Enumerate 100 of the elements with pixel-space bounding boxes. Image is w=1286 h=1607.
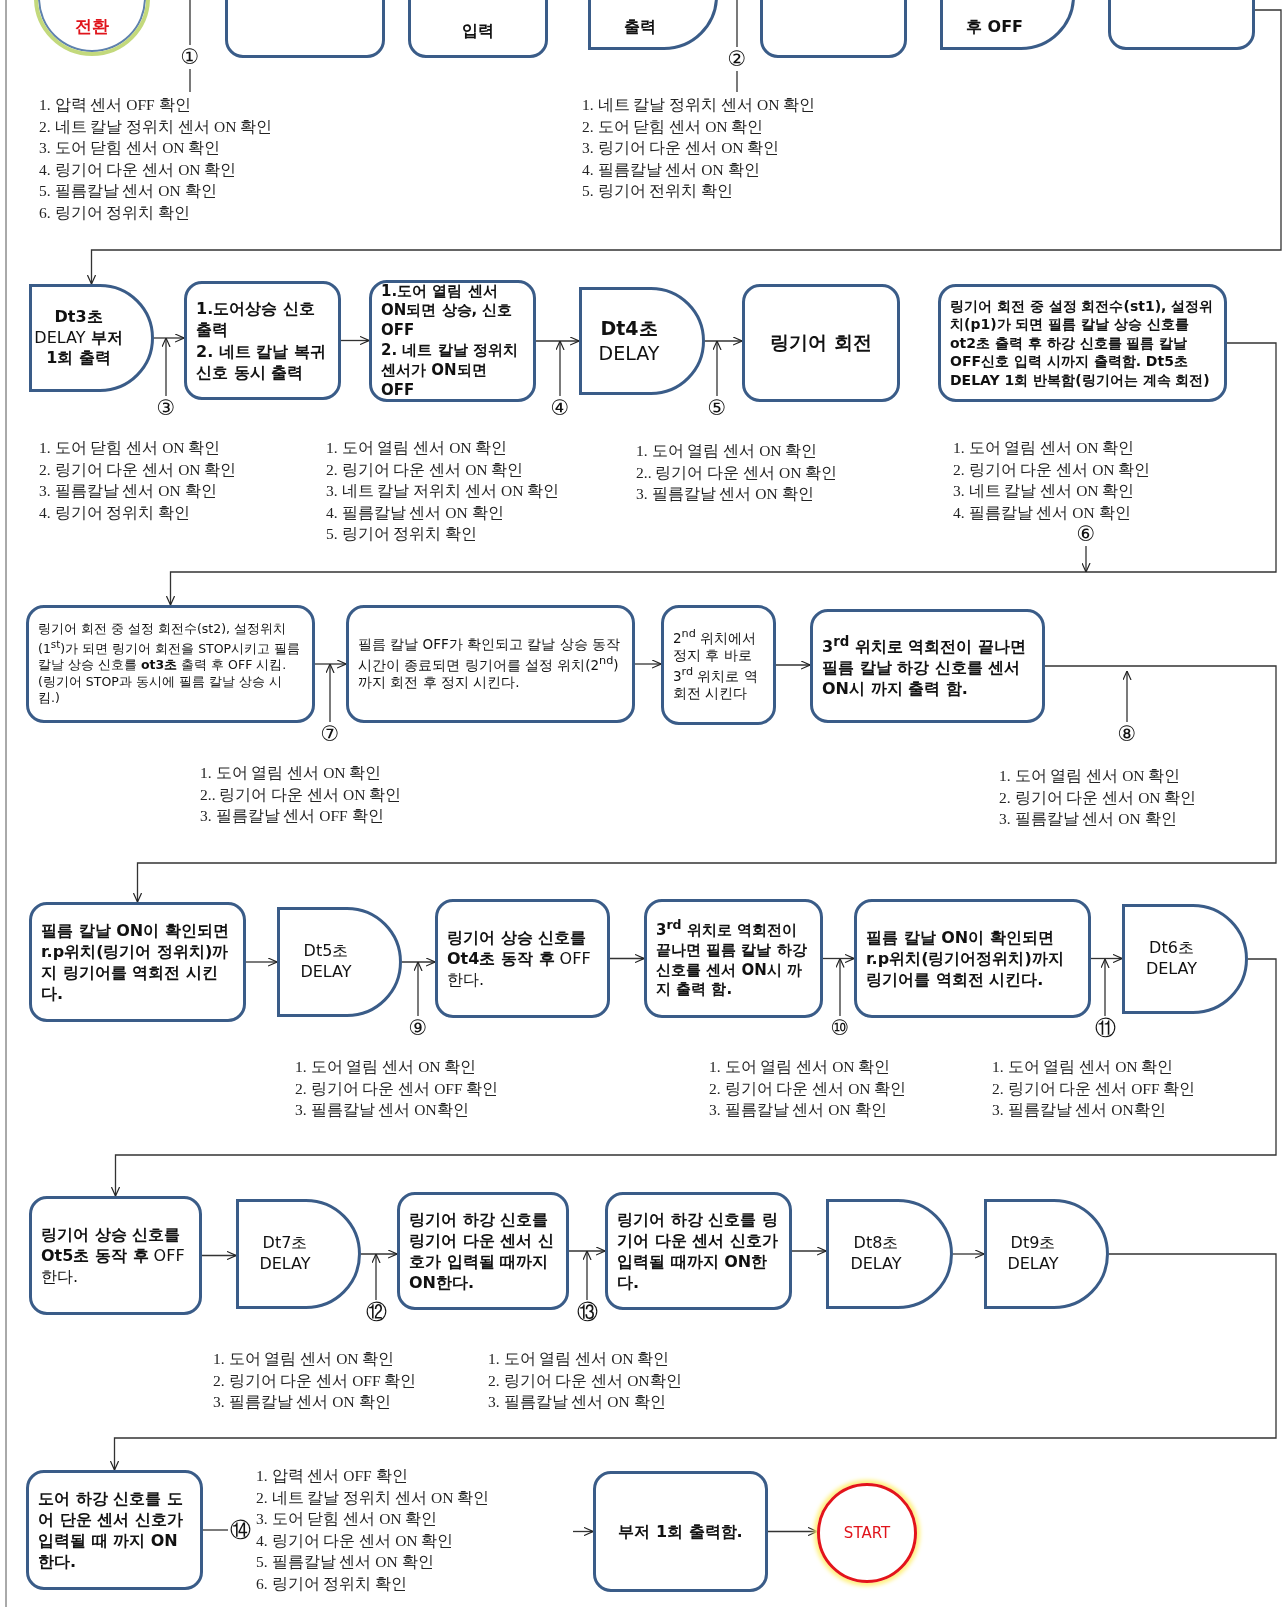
checklist-item: 3. 도어 닫힘 센서 ON 확인: [256, 1509, 438, 1529]
arrow: [704, 336, 743, 346]
checklist-item: 1. 네트 칼날 정위치 센서 ON 확인: [582, 95, 816, 115]
callout-number: ⑪: [1093, 1016, 1117, 1040]
arrow: [572, 1526, 594, 1537]
checklist-item: 5. 링기어 전위치 확인: [582, 181, 734, 201]
arrow: [340, 335, 370, 346]
checklist-item: 3. 필름칼날 센서 ON확인: [295, 1100, 469, 1120]
callout-number: ⑬: [575, 1300, 599, 1324]
delay-box: Dt6초 DELAY: [1122, 904, 1248, 1014]
checklist-item: 4. 링기어 다운 센서 ON 확인: [256, 1530, 454, 1551]
process-box: 링기어 회전 중 설정 회전수(st2), 설정위치(1$^{st}$)가 되면 링기어 회전을 STOP시키고 필름 칼날 상승 신호를 ot3초 출력 후 OFF 시킴. (링기어 STOP과 동시에 필름 칼날 상승 시킴.): [26, 605, 315, 723]
arrow: [822, 953, 855, 964]
checklist-item: 3. 필름칼날 센서 ON 확인: [636, 484, 814, 504]
checklist-item: 1. 도어 열림 센서 ON 확인: [213, 1349, 395, 1369]
leader-line: [413, 961, 423, 1017]
arrow: [109, 1253, 1277, 1471]
delay-box: Dt7초 DELAY: [236, 1199, 361, 1309]
process-box: 1.도어상승 신호 출력 2. 네트 칼날 복귀 신호 동시 출력: [184, 281, 341, 400]
leader-line: [1100, 958, 1110, 1017]
leader-line: [712, 340, 722, 397]
checklist-item: 2. 네트 칼날 정위치 센서 ON 확인: [39, 116, 273, 137]
arrow: [775, 660, 811, 670]
process-box: 링기어 하강 신호를 링기어 다운 센서 신호가 입력될 때까지 ON한다.: [397, 1192, 569, 1310]
checklist-item: 1. 도어 열림 센서 ON 확인: [326, 438, 508, 458]
arrow: [86, 9, 1282, 285]
process-box: 링기어 회전 중 설정 회전수(st1), 설정위치(p1)가 되면 필름 칼날 상승 신호를 ot2초 출력 후 하강 신호를 필름 칼날 OFF신호 입력 시까지 출력함. Dt5초 DELAY 1회 반복함(링기어는 계속 회전): [938, 284, 1227, 402]
leader-line: [161, 337, 171, 397]
checklist-item: 4. 필름칼날 센서 ON 확인: [326, 502, 504, 523]
delay-box: 출력: [588, 0, 718, 50]
arrow: [791, 1246, 827, 1256]
delay-box: 후 OFF: [940, 0, 1075, 50]
checklist-item: 5. 필름칼날 센서 ON 확인: [39, 181, 217, 201]
checklist-item: 6. 링기어 정위치 확인: [256, 1573, 408, 1594]
process-box: 링기어 상승 신호를 Ot4초 동작 후 OFF한다.: [435, 899, 610, 1018]
checklist-item: 3. 네트 칼날 센서 ON 확인: [953, 481, 1135, 501]
process-box: 3$^{rd}$ 위치로 역회전이 끝나면 필름 칼날 하강 신호를 센서 ON시 까지 출력 함.: [644, 899, 823, 1018]
checklist-item: 2. 도어 닫힘 센서 ON 확인: [582, 116, 764, 137]
checklist-item: 2. 링기어 다운 센서 ON 확인: [709, 1078, 907, 1099]
checklist-item: 2. 링기어 다운 센서 ON 확인: [326, 459, 524, 480]
checklist-item: 2.. 링기어 다운 센서 ON 확인: [636, 462, 838, 483]
arrow: [201, 1250, 237, 1261]
arrow: [360, 1249, 398, 1259]
checklist-item: 2. 네트 칼날 정위치 센서 ON 확인: [256, 1487, 490, 1508]
checklist-item: 5. 필름칼날 센서 ON 확인: [256, 1552, 434, 1572]
process-box: 링기어 하강 신호를 링기어 다운 센서 신호가 입력될 때까지 ON한다.: [605, 1192, 792, 1310]
checklist-item: 3. 필름칼날 센서 ON 확인: [213, 1392, 391, 1412]
delay-box: Dt4초 DELAY: [579, 287, 705, 395]
delay-box: Dt5초 DELAY: [277, 907, 402, 1017]
arrow: [401, 957, 436, 967]
leader-line: [736, 0, 738, 93]
terminal-circle: 전환: [34, 0, 150, 56]
checklist-item: 6. 링기어 정위치 확인: [39, 202, 191, 223]
checklist-item: 1. 도어 열림 센서 ON 확인: [636, 441, 818, 461]
checklist-item: 3. 링기어 다운 센서 ON 확인: [582, 138, 780, 158]
checklist-item: 2.. 링기어 다운 센서 ON 확인: [200, 784, 402, 805]
checklist-item: 1. 도어 열림 센서 ON 확인: [200, 763, 382, 783]
checklist-item: 4. 링기어 정위치 확인: [39, 502, 191, 523]
delay-box: Dt9초 DELAY: [984, 1199, 1109, 1309]
checklist-item: 2. 링기어 다운 센서 ON 확인: [999, 787, 1197, 808]
checklist-item: 3. 네트 칼날 저위치 센서 ON 확인: [326, 481, 560, 501]
arrow: [245, 957, 278, 967]
arrow: [634, 659, 662, 669]
arrow: [1090, 953, 1123, 964]
arrow: [314, 659, 347, 669]
checklist-item: 3. 필름칼날 센서 ON확인: [992, 1100, 1166, 1120]
checklist-item: 4. 링기어 다운 센서 ON 확인: [39, 159, 237, 180]
checklist-item: 1. 압력 센서 OFF 확인: [256, 1466, 408, 1486]
leader-line: [835, 957, 845, 1017]
checklist-item: 3. 필름칼날 센서 ON 확인: [999, 809, 1177, 829]
arrow: [132, 665, 1277, 903]
delay-box: Dt3초 DELAY 부저 1회 출력: [29, 284, 154, 392]
arrow: [165, 342, 1277, 606]
leader-line: [1122, 670, 1132, 723]
leader-line: [582, 1250, 592, 1301]
checklist-item: 1. 도어 열림 센서 ON 확인: [992, 1057, 1174, 1077]
arrow: [568, 1246, 606, 1256]
process-box: 입력: [408, 0, 548, 58]
checklist-item: 1. 도어 닫힘 센서 ON 확인: [39, 438, 221, 458]
checklist-item: 1. 도어 열림 센서 ON 확인: [488, 1349, 670, 1369]
checklist-item: 2. 링기어 다운 센서 OFF 확인: [295, 1078, 499, 1099]
process-box: 도어 하강 신호를 도어 단운 센서 신호가 입력될 때 까지 ON한다.: [26, 1470, 203, 1590]
process-box: 필름 칼날 OFF가 확인되고 칼날 상승 동작 시간이 종료되면 링기어를 설정 위치(2$^{nd}$)까지 회전 후 정지 시킨다.: [346, 605, 635, 723]
checklist-item: 2. 링기어 다운 센서 OFF 확인: [213, 1370, 417, 1391]
process-box: 부저 1회 출력함.: [593, 1471, 768, 1592]
arrow: [952, 1249, 985, 1259]
terminal-circle: START: [817, 1483, 917, 1583]
checklist-item: 1. 도어 열림 센서 ON 확인: [295, 1057, 477, 1077]
callout-number: ⑭: [228, 1518, 252, 1542]
process-box: 1.도어 열림 센서 ON되면 상승, 신호 OFF 2. 네트 칼날 정위치 센서가 ON되면 OFF: [369, 280, 536, 402]
leader-line: [1081, 545, 1091, 573]
arrow: [535, 336, 580, 346]
delay-box: Dt8초 DELAY: [826, 1199, 953, 1309]
checklist-item: 1. 압력 센서 OFF 확인: [39, 95, 191, 115]
process-box: 필름 칼날 ON이 확인되면 r.p위치(링기어정위치)까지 링기어를 역회전 시킨다.: [854, 899, 1091, 1018]
arrow: [767, 1526, 818, 1537]
process-box: 2$^{nd}$ 위치에서 정지 후 바로 3$^{rd}$ 위치로 역회전 시킨다: [661, 605, 776, 725]
process-box: 3$^{rd}$ 위치로 역회전이 끝나면 필름 칼날 하강 신호를 센서 ON시 까지 출력 함.: [810, 609, 1045, 723]
leader-line: [555, 340, 565, 397]
checklist-item: 1. 도어 열림 센서 ON 확인: [709, 1057, 891, 1077]
